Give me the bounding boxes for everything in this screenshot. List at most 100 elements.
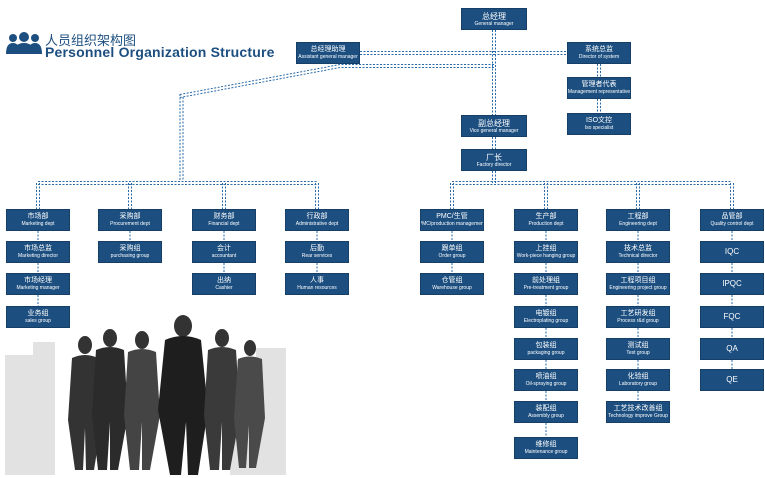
- node-label-en: Process r&d group: [617, 318, 659, 324]
- node-label-en: Director of system: [578, 54, 620, 60]
- connector-line: [179, 64, 341, 95]
- node-label-en: Human resources: [297, 285, 337, 291]
- node-label-cn: 工艺技术改善组: [613, 405, 663, 412]
- node-label-en: purchasing group: [110, 253, 150, 259]
- people-group-icon: [6, 32, 42, 54]
- org-node-qa: QA: [700, 338, 764, 360]
- node-label-cn: 前处理组: [532, 277, 560, 284]
- org-node-iqc: IQC: [700, 241, 764, 263]
- node-label-cn: 副总经理: [478, 118, 510, 128]
- node-label-cn: 上挂组: [535, 245, 557, 252]
- node-label-cn: FQC: [723, 312, 741, 321]
- node-label-cn: 喷油组: [535, 373, 557, 380]
- node-label-en: Warehouse group: [432, 285, 472, 291]
- node-label-cn: QA: [726, 344, 738, 353]
- node-label-cn: 厂长: [486, 152, 502, 162]
- node-label-cn: 测试组: [627, 342, 649, 349]
- node-label-en: Order group: [438, 253, 466, 259]
- node-label-cn: 总经理助理: [310, 46, 346, 53]
- node-label-en: Iso specialist: [584, 125, 614, 131]
- node-label-en: Factory director: [476, 161, 512, 168]
- node-label-en: Maintenance group: [524, 449, 568, 455]
- node-label-en: PMC/production management: [420, 221, 484, 227]
- node-label-cn: 采购组: [119, 245, 141, 252]
- node-label-cn: 系统总监: [585, 46, 613, 53]
- node-label-cn: 工艺研发组: [620, 310, 656, 317]
- node-label-cn: 业务组: [27, 310, 49, 317]
- node-label-cn: 市场经理: [24, 277, 52, 284]
- node-label-cn: 生产部: [535, 213, 557, 220]
- node-label-en: Oil-spraying group: [525, 381, 567, 387]
- node-label-cn: 工程项目组: [620, 277, 656, 284]
- node-label-en: sales group: [25, 318, 51, 324]
- node-label-en: Engineering project group: [609, 285, 667, 291]
- node-label-cn: 出纳: [217, 277, 231, 284]
- node-label-cn: 装配组: [535, 405, 557, 412]
- page-title-en: Personnel Organization Structure: [45, 44, 275, 60]
- node-label-cn: 技术总监: [624, 245, 652, 252]
- node-label-cn: 电镀组: [535, 310, 557, 317]
- node-label-en: Work-piece hanging group: [516, 253, 576, 259]
- node-label-cn: PMC/生管: [436, 213, 468, 220]
- node-label-en: Production dept: [528, 221, 564, 227]
- node-label-en: Vice general manager: [469, 127, 519, 134]
- node-label-cn: 管理者代表: [581, 81, 617, 88]
- node-label-en: Technology improve Group: [608, 413, 668, 419]
- node-label-en: Financial dept: [208, 221, 240, 227]
- org-node-qe: QE: [700, 369, 764, 391]
- node-label-cn: 采购部: [119, 213, 141, 220]
- node-label-en: Procurement dept: [110, 221, 150, 227]
- node-label-cn: 行政部: [306, 213, 328, 220]
- node-label-cn: 市场部: [27, 213, 49, 220]
- node-label-cn: 市场总监: [24, 245, 52, 252]
- node-label-en: Assembly group: [528, 413, 564, 419]
- node-label-cn: 后勤: [310, 245, 324, 252]
- node-label-en: Cashier: [215, 285, 233, 291]
- org-node-ipqc: IPQC: [700, 273, 764, 295]
- node-label-en: Administrative dept: [295, 221, 339, 227]
- node-label-en: Assistant general manager: [298, 54, 358, 60]
- node-label-cn: 会计: [217, 245, 231, 252]
- node-label-cn: ISO文控: [585, 117, 613, 124]
- node-label-en: General manager: [474, 20, 514, 27]
- node-label-cn: IPQC: [722, 279, 742, 288]
- node-label-en: Management representative: [567, 89, 631, 95]
- node-label-en: Pre-treatment group: [523, 285, 569, 291]
- node-label-en: accountant: [211, 253, 237, 259]
- node-label-cn: 仓管组: [441, 277, 463, 284]
